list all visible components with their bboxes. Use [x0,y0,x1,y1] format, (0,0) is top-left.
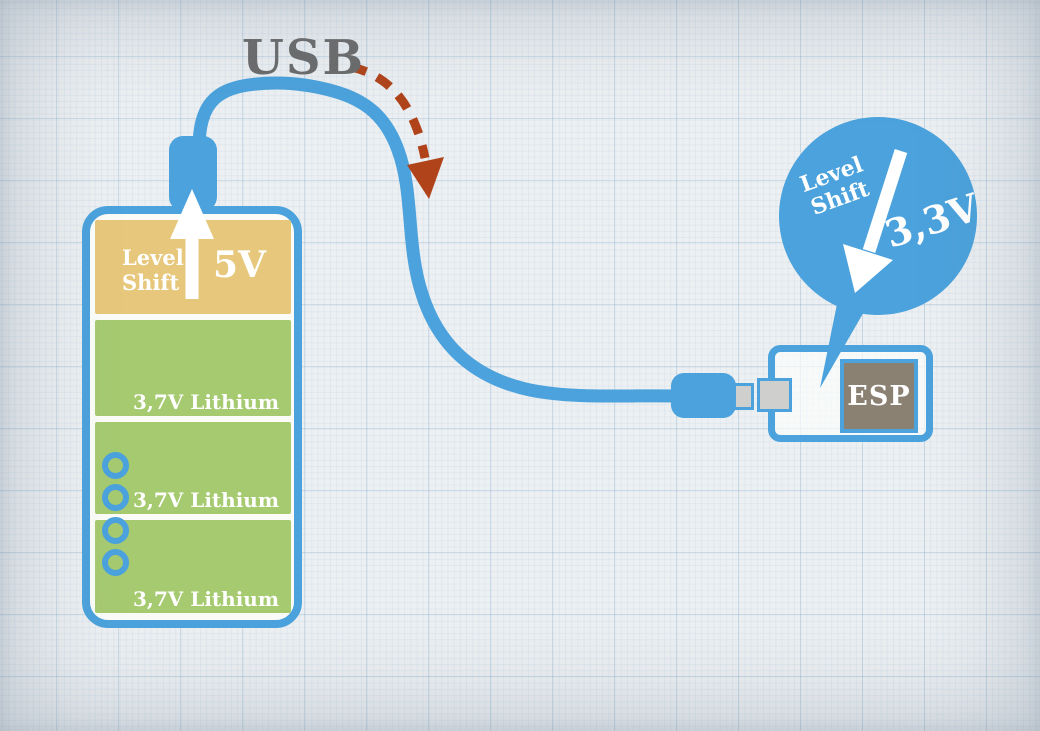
level-shift-label-line1: Level [122,245,184,270]
led-indicator-icon [102,484,129,511]
usb-plug-battery-icon [169,136,217,211]
usb-plug-esp-icon [671,373,754,418]
led-indicator-icon [102,517,129,544]
led-indicator-icon [102,549,129,576]
cell-voltage-label: 3,7V Lithium [132,587,279,611]
voltage-5v-label: 5V [213,244,266,286]
level-shift-label: Level Shift [122,245,184,296]
curved-dashed-arrow-icon [349,62,444,199]
up-arrow-icon [170,189,214,299]
battery-cell: 3,7V Lithium [95,320,291,416]
usb-port [757,378,792,412]
usb-plug-body [671,373,736,418]
curved-dashed-arrow-path [349,62,430,159]
usb-cable [192,76,687,403]
cell-voltage-label: 3,7V Lithium [132,488,279,512]
down-arrow-icon [843,149,908,293]
callout-bubble-tail [820,291,876,388]
esp-chip: ESP [840,359,918,433]
cell-voltage-label: 3,7V Lithium [132,390,279,414]
usb-cable-label: USB [242,30,366,86]
led-indicator-icon [102,452,129,479]
level-shift-label-line2: Shift [122,269,180,295]
curved-dashed-arrowhead [407,157,444,199]
esp-chip-label: ESP [847,380,911,412]
callout-bubble [779,117,977,388]
